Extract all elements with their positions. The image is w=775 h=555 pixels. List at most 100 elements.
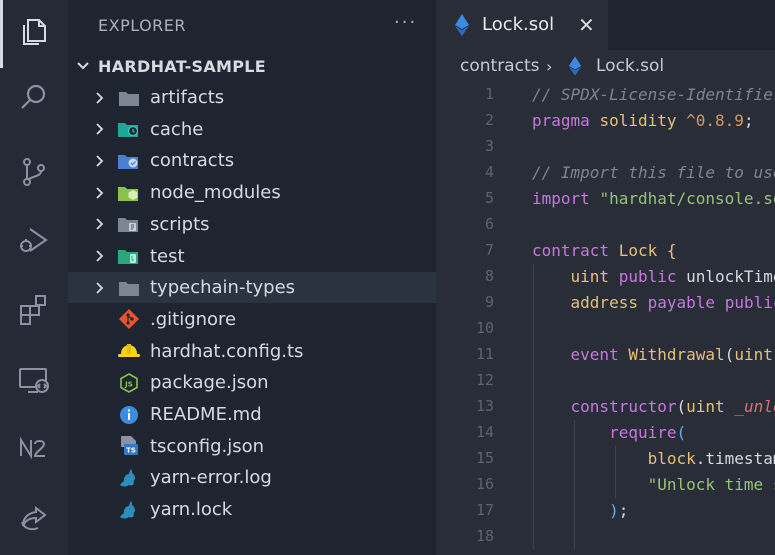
code-token — [590, 111, 600, 130]
tree-file[interactable]: hardhat.config.ts — [68, 336, 436, 367]
code-token: Withdrawal — [628, 345, 725, 364]
line-number: 3 — [484, 137, 494, 155]
line-number: 4 — [484, 163, 494, 181]
code-token — [532, 345, 571, 364]
folder-icon — [118, 272, 140, 303]
tsconfig-icon: TS — [118, 431, 140, 462]
code-token: "Unlock time should be in the future" — [647, 475, 775, 494]
tree-item-label: test — [150, 245, 185, 267]
chevron-right-icon[interactable] — [92, 82, 108, 113]
code-text: pragma solidity ^0.8.9; — [532, 111, 754, 130]
solidity-icon — [454, 14, 470, 40]
close-icon[interactable]: ✕ — [578, 13, 595, 37]
code-token: uint — [734, 345, 773, 364]
tree-folder[interactable]: artifacts — [68, 82, 436, 113]
code-token: // Import this file to use console.log — [532, 163, 775, 182]
tree-file[interactable]: README.md — [68, 399, 436, 430]
code-text: import "hardhat/console.sol"; — [532, 189, 775, 208]
line-number: 5 — [484, 189, 494, 207]
tab-strip: Lock.sol ✕ — [436, 0, 775, 50]
tree-file[interactable]: yarn-error.log — [68, 462, 436, 493]
code-text: event Withdrawal(uint amount, uint when)… — [532, 345, 775, 364]
code-token: Lock — [618, 241, 658, 260]
code-token: uint — [570, 267, 610, 286]
tree-folder[interactable]: contracts — [68, 145, 436, 176]
code-editor[interactable]: 1// SPDX-License-Identifier: UNLICENSED2… — [436, 82, 775, 555]
yarn-icon — [118, 494, 140, 525]
breadcrumb-file[interactable]: Lock.sol — [596, 56, 665, 76]
explorer-icon[interactable] — [14, 12, 54, 52]
code-token — [532, 293, 571, 312]
code-token — [532, 397, 571, 416]
remote-explorer-icon[interactable] — [14, 360, 54, 400]
code-token: ; — [618, 501, 629, 520]
solidity-icon — [568, 56, 582, 80]
source-control-icon[interactable] — [14, 152, 54, 192]
chevron-right-icon[interactable] — [92, 145, 108, 176]
line-number: 14 — [475, 423, 494, 441]
search-icon[interactable] — [14, 78, 54, 118]
code-token: address — [570, 293, 638, 312]
code-line: 4 // Import this file to use console.log — [436, 160, 775, 186]
nx-console-icon[interactable] — [14, 428, 54, 468]
tree-folder[interactable]: test — [68, 241, 436, 272]
code-token: event — [570, 345, 619, 364]
tree-item-label: tsconfig.json — [150, 435, 265, 457]
tab-lock-sol[interactable]: Lock.sol ✕ — [436, 0, 608, 50]
chevron-right-icon[interactable] — [92, 177, 108, 208]
line-number: 1 — [484, 85, 494, 103]
more-actions-icon[interactable]: ··· — [394, 12, 418, 33]
chevron-down-icon — [68, 61, 98, 71]
tree-file[interactable]: .gitignore — [68, 304, 436, 335]
code-line: 11 event Withdrawal(uint amount, uint wh… — [436, 342, 775, 368]
activity-bar — [0, 0, 68, 555]
code-line: 17 ); — [436, 498, 775, 524]
code-text: contract Lock { — [532, 241, 677, 260]
extensions-icon[interactable] — [14, 290, 54, 330]
code-token: pragma — [532, 111, 590, 130]
tree-folder[interactable]: node_modules — [68, 177, 436, 208]
indent-guide — [615, 446, 616, 498]
code-token: public — [724, 293, 775, 312]
code-token: ( — [676, 397, 687, 416]
workspace-folder-header[interactable]: HARDHAT-SAMPLE — [68, 52, 436, 80]
tree-file[interactable]: TS tsconfig.json — [68, 431, 436, 462]
tree-item-label: scripts — [150, 213, 210, 235]
yarn-icon — [118, 462, 140, 493]
editor-area: Lock.sol ✕ contracts › Lock.sol 1 // SPDX… — [436, 0, 775, 555]
tree-folder[interactable]: typechain-types — [68, 272, 436, 304]
code-token: ( — [724, 345, 735, 364]
code-token: solidity — [599, 111, 677, 130]
line-number: 10 — [475, 319, 494, 337]
sidebar-title: EXPLORER — [98, 16, 186, 35]
chevron-right-icon[interactable] — [92, 209, 108, 240]
tree-folder[interactable]: scripts — [68, 209, 436, 240]
code-line: 8 uint public unlockTime; — [436, 264, 775, 290]
breadcrumb-separator: › — [546, 56, 553, 76]
chevron-right-icon[interactable] — [92, 272, 108, 303]
tree-item-label: typechain-types — [150, 277, 296, 299]
tree-file[interactable]: yarn.lock — [68, 494, 436, 525]
breadcrumb: contracts › Lock.sol — [436, 52, 775, 80]
code-text: // SPDX-License-Identifier: UNLICENSED — [532, 85, 775, 104]
live-share-icon[interactable] — [14, 498, 54, 538]
tree-folder[interactable]: cache — [68, 114, 436, 145]
tree-item-label: yarn.lock — [150, 499, 233, 521]
code-line: 5 import "hardhat/console.sol"; — [436, 186, 775, 212]
code-token: public — [618, 267, 677, 286]
code-line: 14 require( — [436, 420, 775, 446]
breadcrumb-folder[interactable]: contracts — [460, 56, 540, 76]
run-debug-icon[interactable] — [14, 220, 54, 260]
git-icon — [118, 304, 140, 335]
code-token — [532, 501, 609, 520]
chevron-right-icon[interactable] — [92, 114, 108, 145]
code-text: // Import this file to use console.log — [532, 163, 775, 182]
tree-item-label: yarn-error.log — [150, 467, 272, 489]
code-token: import — [532, 189, 590, 208]
chevron-right-icon[interactable] — [92, 241, 108, 272]
tree-item-label: node_modules — [150, 182, 281, 204]
code-text: block.timestamp < _unlockTime, — [532, 449, 775, 468]
code-token — [638, 293, 648, 312]
